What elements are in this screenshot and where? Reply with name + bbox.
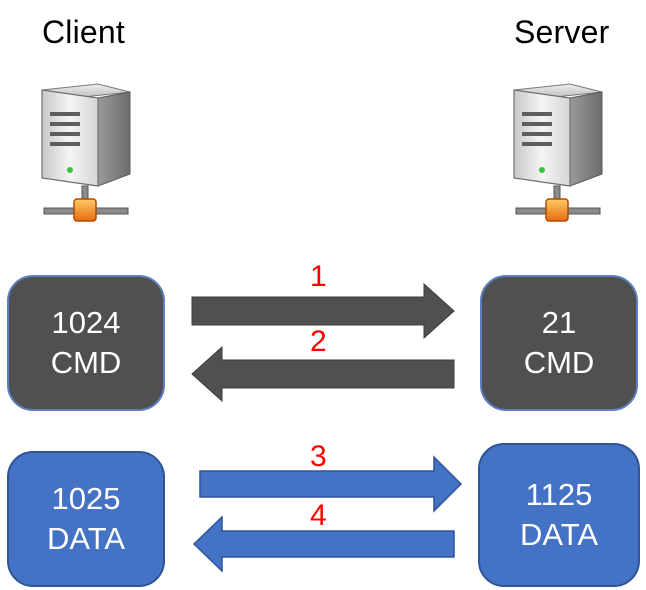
server-title: Server [514, 14, 610, 50]
step-2-number: 2 [310, 325, 327, 358]
step-3-number: 3 [310, 440, 327, 473]
client-title: Client [42, 14, 126, 50]
client-cmd-box: 1024 CMD [7, 275, 165, 411]
client-computer-icon [41, 83, 131, 222]
client-cmd-label: CMD [50, 345, 122, 380]
client-data-port: 1025 [51, 481, 121, 516]
client-data-label: DATA [46, 521, 126, 556]
server-data-label: DATA [519, 517, 599, 552]
client-cmd-port: 1024 [51, 305, 121, 340]
step-3-arrow [199, 455, 463, 513]
step-1-arrow [191, 282, 455, 340]
server-computer-icon [513, 83, 603, 222]
server-cmd-label: CMD [523, 345, 595, 380]
client-data-box: 1025 DATA [7, 451, 165, 587]
step-4-arrow [192, 515, 455, 573]
server-cmd-port: 21 [541, 305, 577, 340]
server-cmd-box: 21 CMD [480, 275, 638, 411]
step-4-number: 4 [310, 499, 327, 532]
server-data-port: 1125 [525, 477, 593, 512]
step-2-arrow [191, 345, 455, 403]
server-data-box: 1125 DATA [478, 443, 640, 587]
step-1-number: 1 [310, 260, 327, 293]
